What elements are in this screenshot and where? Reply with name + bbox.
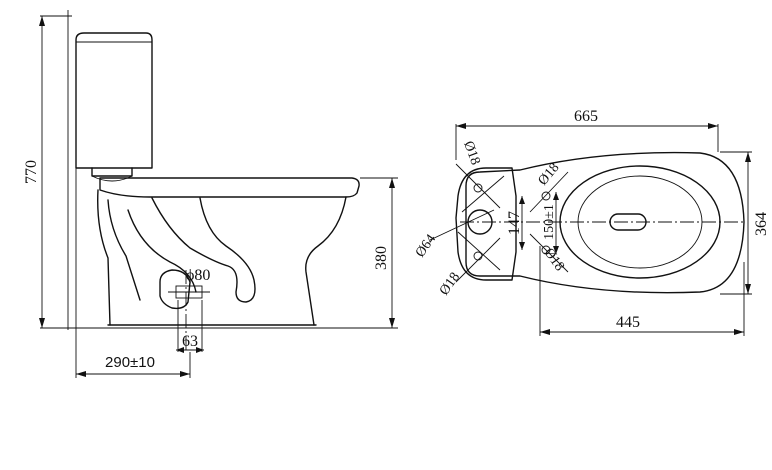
dim-overall-length: 665: [455, 108, 719, 160]
outlet-pipe: [175, 285, 203, 299]
fixing-hole-tr: [541, 191, 551, 201]
outlet-horn: [159, 269, 191, 310]
bowl-inner-trapway: [107, 197, 256, 303]
label-63: 63: [182, 333, 198, 350]
dim-bowl-length: 445: [539, 246, 745, 336]
top-outer-outline: [465, 151, 745, 294]
label-150: 150±1: [542, 204, 557, 240]
label-770: 770: [23, 160, 40, 184]
fixing-hole-br: [541, 245, 551, 255]
cistern-outline: [75, 32, 153, 169]
label-d18-bottom-right: Ø18: [541, 246, 567, 274]
dim-wall-distance: 290±10: [75, 330, 191, 378]
label-290: 290±10: [105, 354, 155, 371]
label-380: 380: [373, 246, 390, 270]
label-d18-top-right: Ø18: [536, 160, 563, 188]
top-view: 147 150±1 665 445: [413, 108, 770, 336]
label-364: 364: [753, 212, 770, 236]
fixing-hole-tl: [473, 183, 483, 193]
label-d18-top-left: Ø18: [460, 139, 482, 167]
bowl-outer: [97, 189, 347, 326]
label-phi80: ϕ80: [186, 267, 210, 284]
label-147: 147: [506, 211, 523, 235]
label-d18-bottom-left: Ø18: [437, 270, 463, 298]
tank-seat: [455, 167, 517, 281]
dim-outlet-width: 63: [176, 333, 204, 353]
label-665: 665: [574, 108, 598, 125]
dim-overall-width: 364: [720, 151, 770, 295]
bowl-rim: [99, 177, 360, 198]
label-445: 445: [616, 314, 640, 331]
cistern-base: [91, 167, 133, 177]
label-d64: Ø64: [413, 232, 439, 260]
dim-bolt-spacing: 150±1: [542, 192, 559, 254]
side-view: 770 380 290±10 63 ϕ80: [23, 10, 398, 378]
dim-total-height: 770: [23, 15, 72, 328]
dim-bowl-height: 380: [360, 177, 398, 328]
trapway-curve: [127, 209, 197, 293]
dim-hole-spacing: 147: [506, 196, 525, 250]
